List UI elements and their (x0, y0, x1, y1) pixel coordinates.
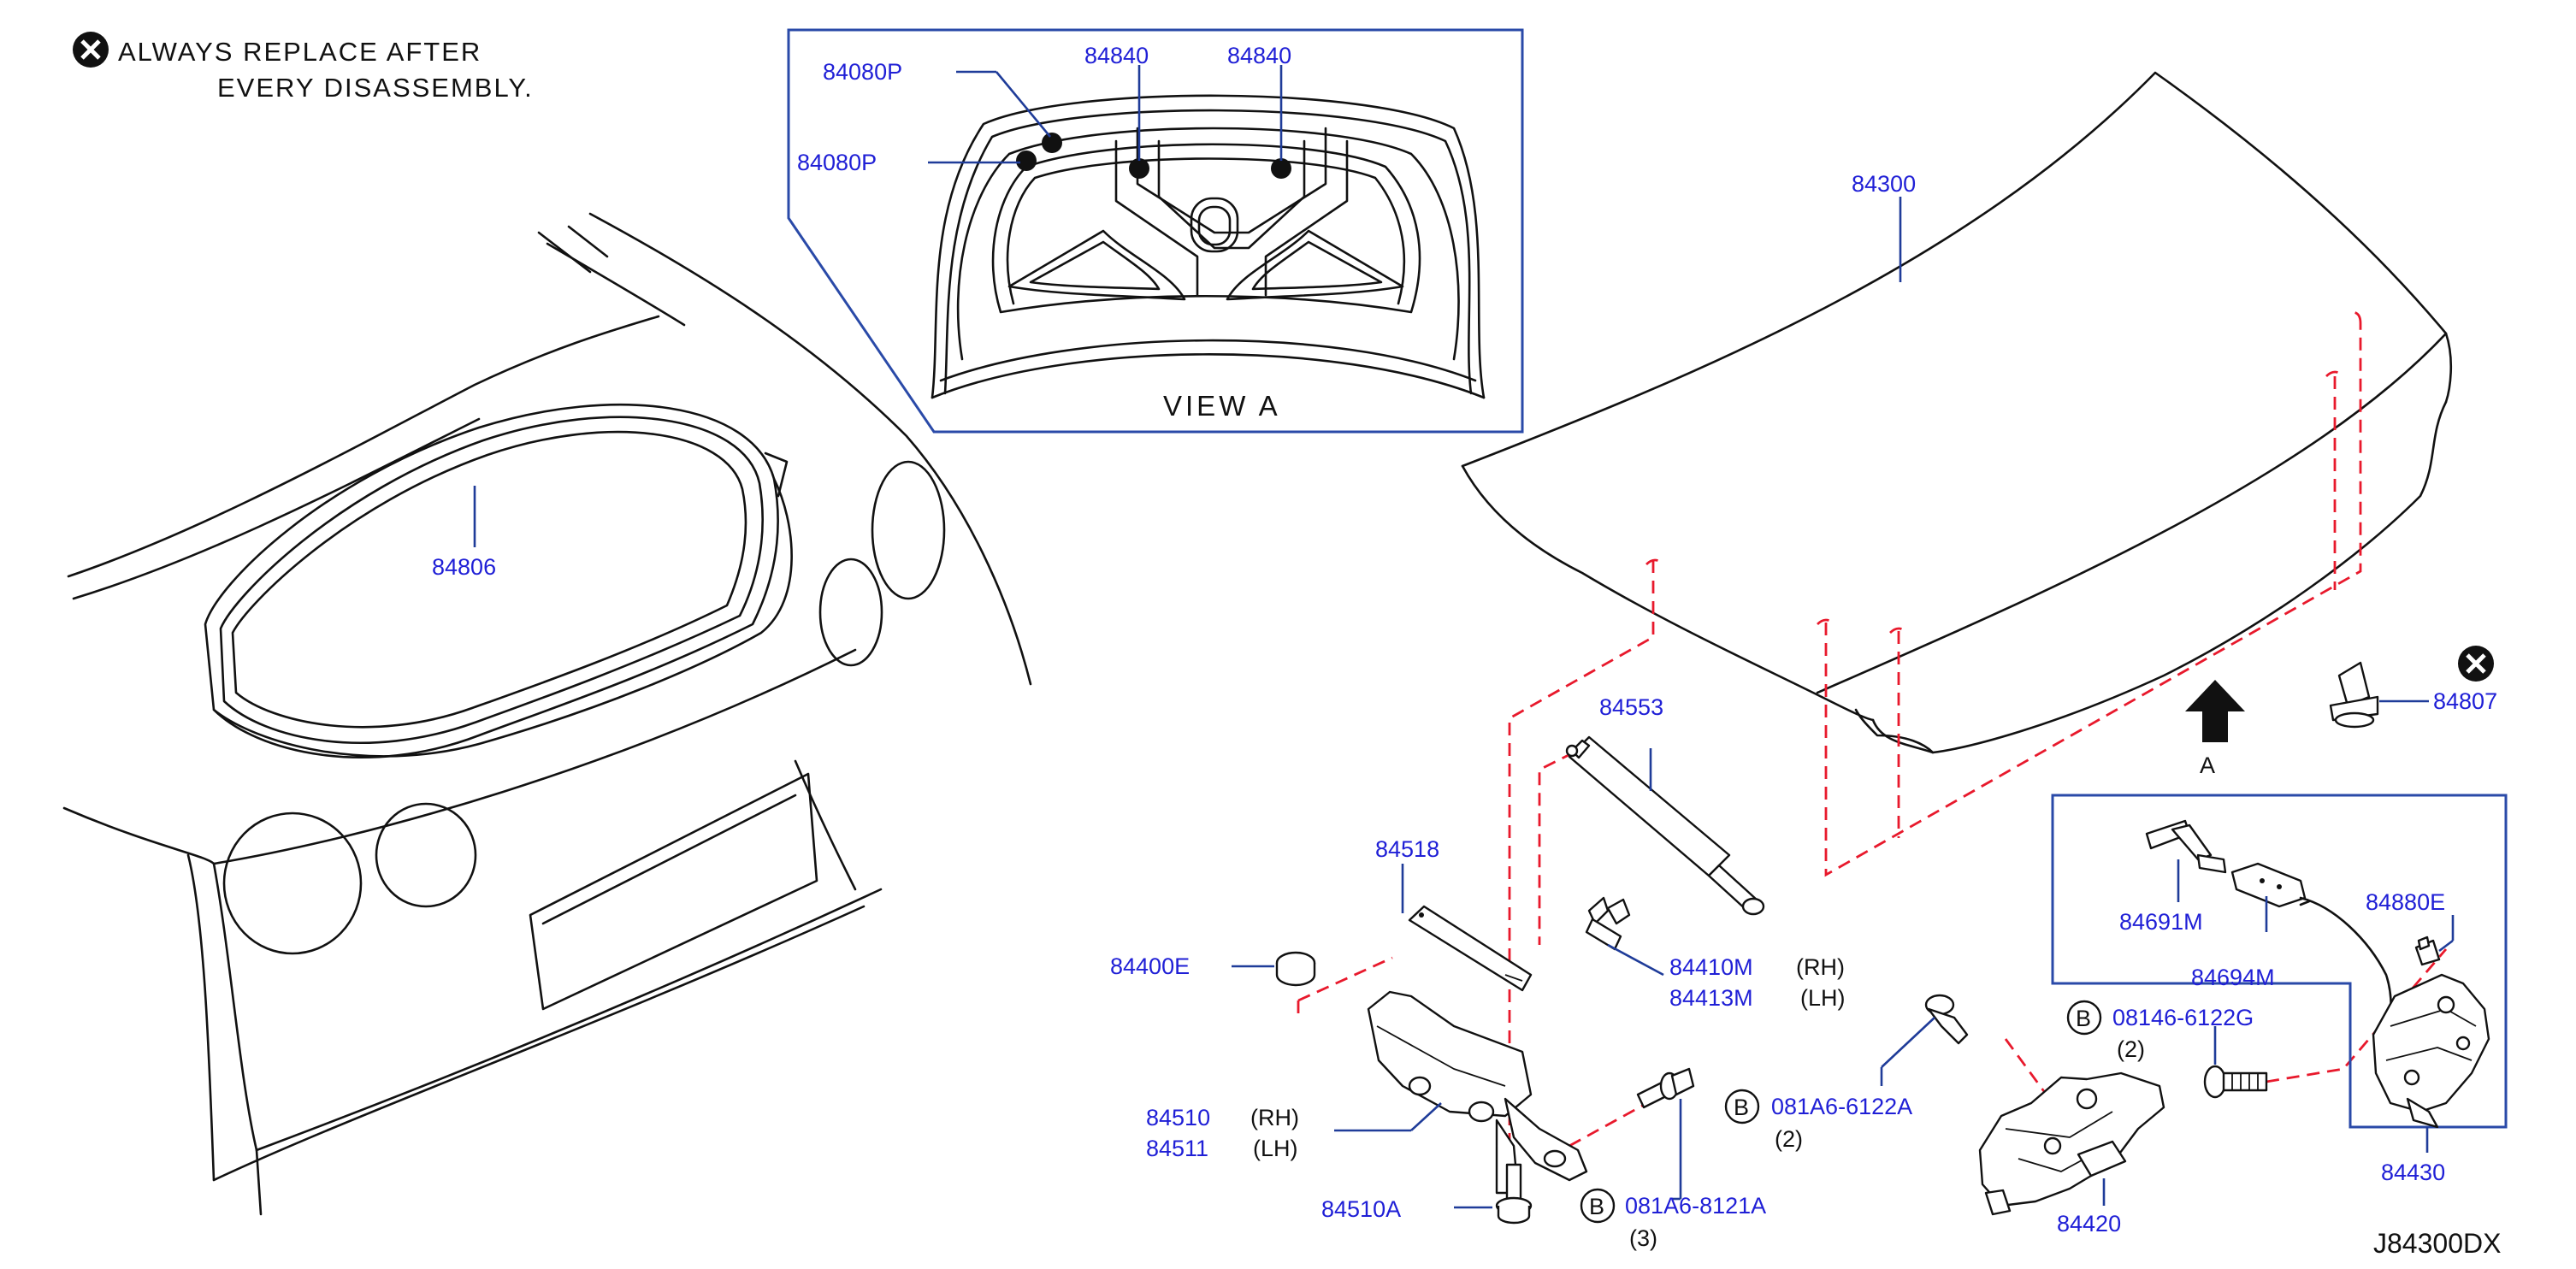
bumper-84840-right-icon (1271, 158, 1291, 179)
qty-6122A: (2) (1775, 1126, 1803, 1152)
hinge-84510 (1367, 990, 1588, 1195)
x-mark-84807-icon (2458, 646, 2494, 682)
label-84410M: 84410M (1669, 954, 1753, 980)
bolt-081A6-6122A-icon (1924, 994, 1969, 1045)
clip-84880E-icon (2414, 936, 2441, 966)
label-84413M: 84413M (1669, 985, 1753, 1011)
label-84510A: 84510A (1321, 1196, 1401, 1222)
side-rh-84410M: (RH) (1796, 954, 1845, 980)
bolt-08146-6122G-icon (2203, 1065, 2268, 1099)
b-letter-6122G: B (2076, 1006, 2091, 1031)
hinge-plate-84518 (1408, 905, 1533, 992)
label-081A6-8121A: 081A6-8121A (1625, 1193, 1766, 1219)
trunk-lid-84300 (1461, 71, 2453, 754)
label-84806: 84806 (432, 554, 496, 580)
side-lh-84511: (LH) (1253, 1136, 1298, 1161)
arrow-a-label: A (2200, 753, 2215, 778)
view-direction-arrow-icon (2185, 680, 2245, 742)
bumper-84840-left-icon (1129, 158, 1149, 179)
side-lh-84413M: (LH) (1800, 985, 1846, 1011)
label-84880E: 84880E (2366, 889, 2445, 915)
side-rh-84510: (RH) (1250, 1105, 1299, 1130)
note-line-2: EVERY DISASSEMBLY. (217, 73, 534, 103)
label-84400E: 84400E (1110, 953, 1190, 979)
diagram-code: J84300DX (2373, 1228, 2501, 1259)
qty-8121A: (3) (1629, 1225, 1657, 1251)
car-rear-body (62, 212, 1032, 1216)
actuator-subassembly-panel: 84691M 84694M 84880E 8443 (2051, 794, 2508, 1185)
bumper-84807-icon (2329, 661, 2379, 729)
label-081A6-6122A: 081A6-6122A (1771, 1094, 1912, 1119)
qty-6122G: (2) (2117, 1036, 2145, 1062)
label-84518: 84518 (1375, 836, 1439, 862)
view-a-label: VIEW A (1163, 390, 1281, 422)
lock-actuator-84430 (2372, 973, 2490, 1129)
label-84694M: 84694M (2191, 965, 2275, 990)
label-84300: 84300 (1852, 171, 1916, 197)
label-84080P-lower: 84080P (797, 150, 877, 175)
latch-84420 (1978, 1071, 2165, 1216)
assembly-guide-lines (1297, 310, 2448, 1154)
label-84840-right: 84840 (1227, 43, 1291, 68)
bolt-callout-b-6122A: B (1724, 1089, 1760, 1124)
label-84420: 84420 (2057, 1211, 2121, 1237)
replace-note: ALWAYS REPLACE AFTER EVERY DISASSEMBLY. (73, 32, 534, 103)
label-84430: 84430 (2381, 1160, 2445, 1185)
b-letter-8121A: B (1589, 1194, 1604, 1219)
bolt-callout-b-6122G: B (2066, 1000, 2102, 1036)
label-08146-6122G: 08146-6122G (2112, 1005, 2254, 1030)
note-line-1: ALWAYS REPLACE AFTER (118, 37, 482, 67)
cap-84400E-icon (1275, 951, 1316, 987)
bolt-callout-b-8121A: B (1580, 1188, 1616, 1224)
view-a-panel: 84080P 84080P 84840 84840 VIEW A (787, 28, 1524, 434)
label-84511: 84511 (1146, 1136, 1208, 1161)
bolt-081A6-8121A-icon (1636, 1067, 1695, 1109)
clip-84410M-icon (1585, 896, 1631, 951)
trunk-lid-underside (931, 94, 1486, 399)
label-84553: 84553 (1599, 694, 1663, 720)
clip-84080P-lower-icon (1016, 151, 1037, 171)
label-84840-left: 84840 (1084, 43, 1149, 68)
gas-strut-84553 (1565, 735, 1765, 916)
b-letter-6122A: B (1734, 1095, 1749, 1120)
clip-84080P-upper-icon (1042, 133, 1062, 153)
label-84691M: 84691M (2119, 909, 2203, 935)
handle-84691M-icon (2145, 819, 2227, 874)
label-84807: 84807 (2433, 688, 2497, 714)
label-84510: 84510 (1146, 1105, 1210, 1130)
x-mark-icon (73, 32, 109, 68)
bolt-84510A-icon (1495, 1163, 1533, 1225)
label-84080P-upper: 84080P (823, 59, 902, 85)
